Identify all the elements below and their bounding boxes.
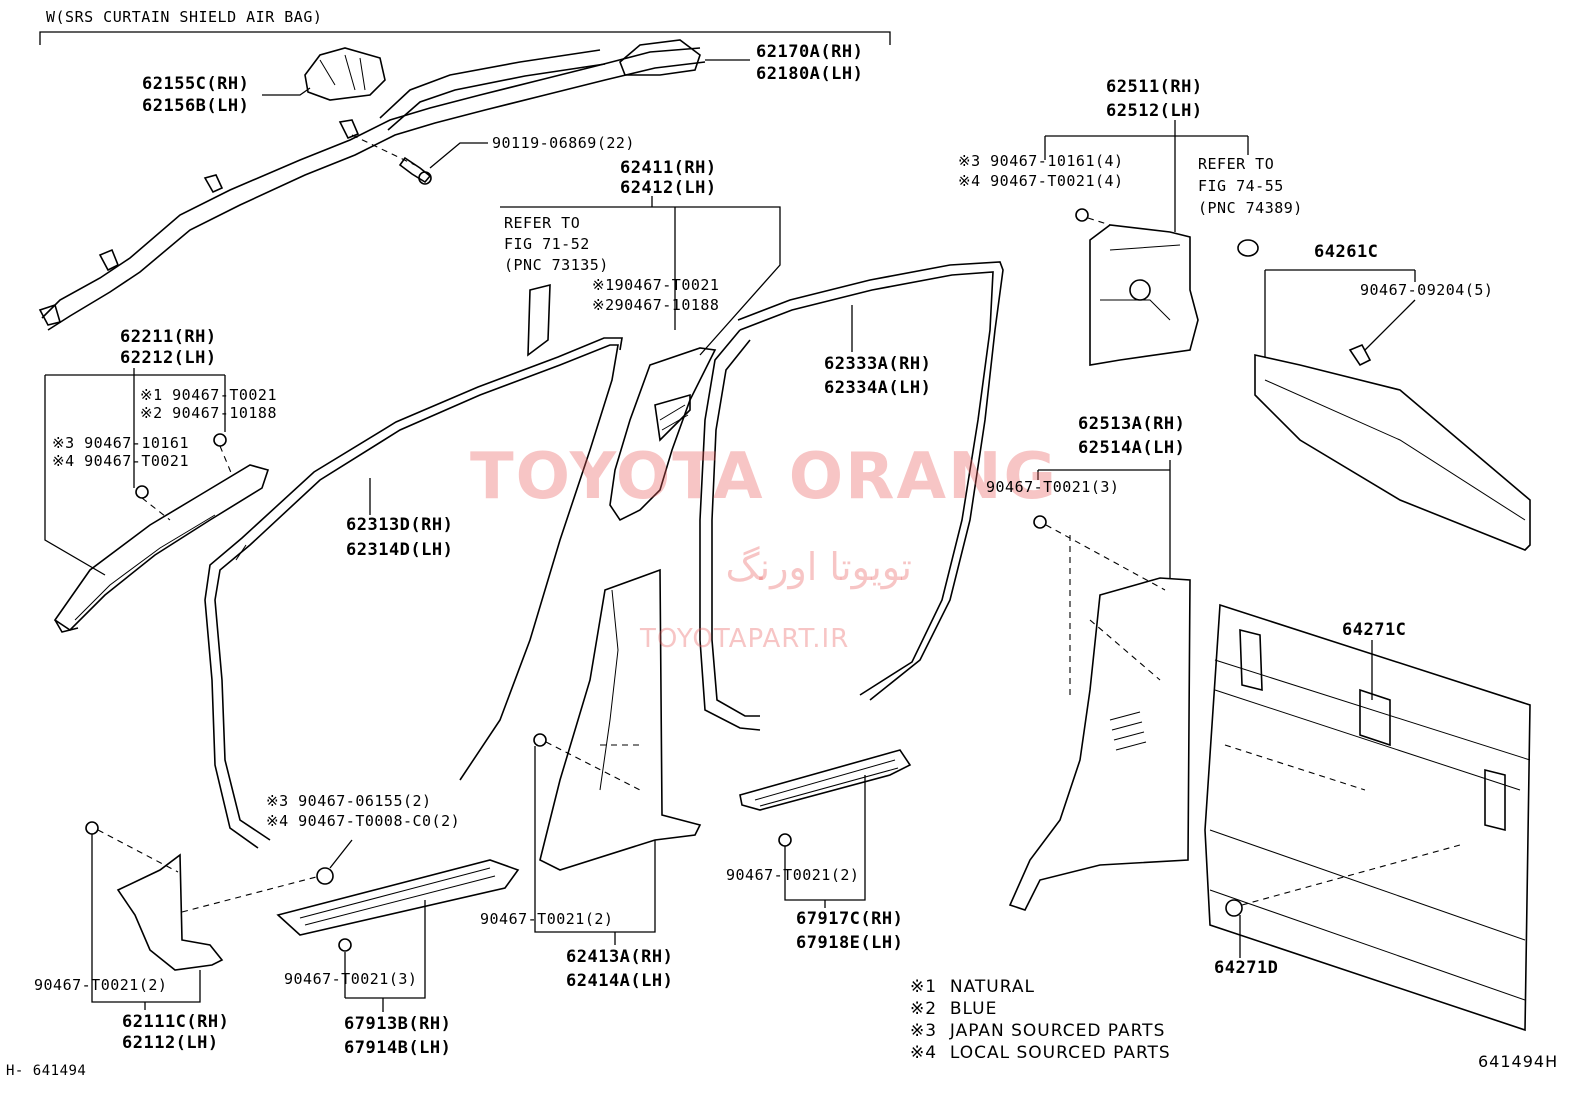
label-67917c: 67917C(RH) (796, 909, 904, 929)
label-62511-clip-2: ※4 90467-T0021(4) (958, 172, 1124, 190)
watermark-site: TOYOTAPART.IR (640, 624, 850, 654)
label-06155-2: ※4 90467-T0008-C0(2) (266, 812, 461, 830)
legend-item-3: ※3 JAPAN SOURCED PARTS (910, 1021, 1166, 1041)
front-scuff-plate-part (276, 859, 520, 952)
label-62111-clip: 90467-T0021(2) (34, 976, 168, 994)
quarter-trim-upper-part (1075, 208, 1259, 366)
label-67913b: 67913B(RH) (344, 1014, 452, 1034)
label-62170a: 62170A(RH) (756, 42, 864, 62)
label-90467-09204: 90467-09204(5) (1360, 281, 1494, 299)
legend-item-2: ※2 BLUE (910, 999, 998, 1019)
label-62155c: 62155C(RH) (142, 74, 250, 94)
label-62211-clip-3: ※3 90467-10161 (52, 434, 189, 452)
label-62513-clip: 90467-T0021(3) (986, 478, 1120, 496)
back-door-trim-part (1204, 603, 1531, 1032)
label-62411: 62411(RH) (620, 158, 717, 178)
bolt-90119 (351, 134, 432, 185)
label-62212: 62212(LH) (120, 348, 217, 368)
refer-74389-line1: REFER TO (1198, 155, 1275, 173)
label-62514a: 62514A(LH) (1078, 438, 1186, 458)
label-62413-clip: 90467-T0021(2) (480, 910, 614, 928)
cowl-side-trim-part (85, 821, 334, 971)
footer-left-code: H- 641494 (6, 1063, 87, 1079)
label-62511-clip-1: ※3 90467-10161(4) (958, 152, 1124, 170)
quarter-trim-lower-part (1008, 515, 1191, 911)
watermark-brand: TOYOTA ORANG (470, 440, 1059, 514)
label-62411-clip-1: ※190467-T0021 (592, 276, 720, 294)
label-62313d: 62313D(RH) (346, 515, 454, 535)
label-64261c: 64261C (1314, 242, 1379, 262)
label-62112: 62112(LH) (122, 1033, 219, 1053)
center-pillar-upper-part (609, 347, 717, 522)
refer-73135-line1: REFER TO (504, 214, 581, 232)
side-scuff-plate-part (1254, 343, 1531, 551)
label-67918e: 67918E(LH) (796, 933, 904, 953)
rear-scuff-plate-part (739, 749, 912, 847)
refer-part-73135 (527, 283, 551, 357)
watermark-persian: تویوتا اورنگ (725, 545, 913, 589)
label-67914b: 67914B(LH) (344, 1038, 452, 1058)
header-bracket (39, 31, 891, 45)
door-opening-trim-62313 (204, 337, 623, 849)
leader-lines (44, 59, 1416, 1012)
label-64271c: 64271C (1342, 620, 1407, 640)
label-62180a: 62180A(LH) (756, 64, 864, 84)
label-62211-clip-4: ※4 90467-T0021 (52, 452, 189, 470)
clips-62211 (135, 433, 233, 521)
label-62512: 62512(LH) (1106, 101, 1203, 121)
label-64271d: 64271D (1214, 958, 1279, 978)
label-06155-1: ※3 90467-06155(2) (266, 792, 432, 810)
label-62414a: 62414A(LH) (566, 971, 674, 991)
header-note: W(SRS CURTAIN SHIELD AIR BAG) (46, 8, 323, 26)
label-90119-06869: 90119-06869(22) (492, 134, 635, 152)
label-62333a: 62333A(RH) (824, 354, 932, 374)
label-62211-clip-1: ※1 90467-T0021 (140, 386, 277, 404)
label-62211: 62211(RH) (120, 327, 217, 347)
label-62156b: 62156B(LH) (142, 96, 250, 116)
label-62334a: 62334A(LH) (824, 378, 932, 398)
label-62111c: 62111C(RH) (122, 1012, 230, 1032)
center-pillar-lower-part (533, 568, 702, 871)
label-62314d: 62314D(LH) (346, 540, 454, 560)
refer-74389-line3: (PNC 74389) (1198, 199, 1303, 217)
refer-74389-line2: FIG 74-55 (1198, 177, 1284, 195)
legend-item-1: ※1 NATURAL (910, 977, 1035, 997)
refer-73135-line3: (PNC 73135) (504, 256, 609, 274)
label-67917-clip: 90467-T0021(2) (726, 866, 860, 884)
front-pillar-garnish-part (53, 464, 270, 633)
label-67913-clip: 90467-T0021(3) (284, 970, 418, 988)
label-62412: 62412(LH) (620, 178, 717, 198)
label-62211-clip-2: ※2 90467-10188 (140, 404, 277, 422)
footer-right-code: 641494H (1478, 1052, 1559, 1071)
legend-item-4: ※4 LOCAL SOURCED PARTS (910, 1043, 1171, 1063)
label-62413a: 62413A(RH) (566, 947, 674, 967)
door-opening-trim-62333 (699, 261, 1004, 731)
refer-73135-line2: FIG 71-52 (504, 235, 590, 253)
label-62513a: 62513A(RH) (1078, 414, 1186, 434)
label-62511: 62511(RH) (1106, 77, 1203, 97)
curtain-airbag-part (38, 39, 706, 331)
label-62411-clip-2: ※290467-10188 (592, 296, 720, 314)
